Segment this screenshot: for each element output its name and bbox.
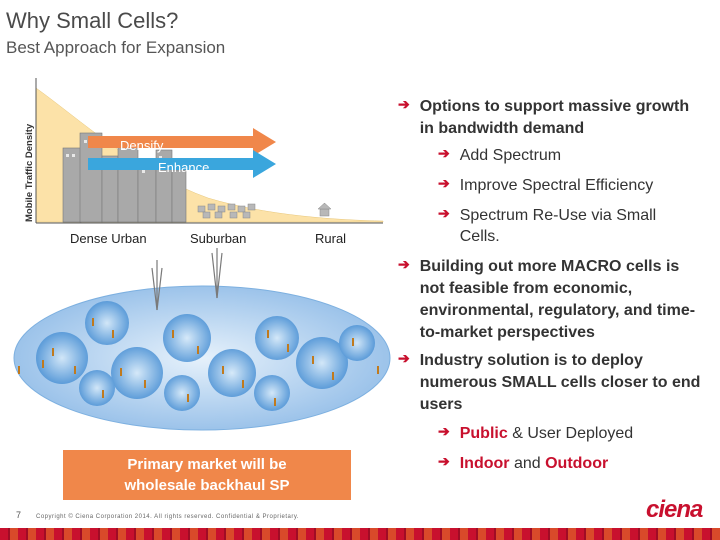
arrow-bullet-icon: ➔ [398, 96, 410, 112]
sub-bullet-text: Spectrum Re-Use via Small Cells. [459, 207, 657, 245]
public-word: Public [459, 425, 508, 442]
ciena-logo: ciena [646, 496, 703, 523]
arrow-bullet-icon: ➔ [438, 453, 450, 469]
traffic-density-chart [35, 78, 384, 224]
densify-arrow [88, 128, 276, 156]
arrow-bullet-icon: ➔ [438, 423, 450, 439]
suburban-houses-icon [197, 203, 256, 219]
bullet-industry: ➔ Industry solution is to deploy numerou… [398, 350, 703, 416]
users-and-cells-icon [18, 318, 379, 406]
slide-subtitle: Best Approach for Expansion [6, 38, 226, 57]
bullet-options: ➔ Options to support massive growth in b… [398, 96, 698, 140]
arrow-bullet-icon: ➔ [398, 350, 410, 366]
indoor-word: Indoor [459, 455, 510, 472]
market-line-1: Primary market will be [127, 456, 287, 473]
sub-bullet-public: ➔ Public & User Deployed [438, 423, 708, 444]
public-rest: & User Deployed [507, 425, 634, 442]
outdoor-word: Outdoor [545, 455, 609, 472]
bullet-macro: ➔ Building out more MACRO cells is not f… [398, 256, 703, 344]
footer-color-bar [0, 528, 720, 540]
macro-tower-icon [151, 248, 223, 311]
rural-house-icon [317, 202, 332, 217]
sub-bullet-text: Add Spectrum [459, 147, 562, 164]
sub-bullet-text: Improve Spectral Efficiency [459, 177, 654, 194]
bullet-options-text: Options to support massive growth in ban… [419, 98, 690, 137]
arrow-bullet-icon: ➔ [398, 256, 410, 272]
arrow-bullet-icon: ➔ [438, 175, 450, 191]
sub-bullet-spectral-efficiency: ➔ Improve Spectral Efficiency [438, 175, 698, 196]
bullet-industry-text: Industry solution is to deploy numerous … [419, 352, 701, 413]
sub-bullet-indoor-outdoor: ➔ Indoor and Outdoor [438, 453, 708, 474]
densify-label: Densify [120, 138, 164, 153]
area-label-suburban: Suburban [190, 231, 247, 246]
market-line-2: wholesale backhaul SP [124, 477, 290, 494]
and-word: and [509, 455, 546, 472]
slide-title: Why Small Cells? [6, 8, 179, 33]
sub-bullet-spectrum-reuse: ➔ Spectrum Re-Use via Small Cells. [438, 205, 698, 247]
area-label-rural: Rural [315, 231, 347, 246]
enhance-arrow [88, 150, 276, 178]
small-cells-coverage-illustration [13, 248, 391, 431]
sub-bullet-add-spectrum: ➔ Add Spectrum [438, 145, 698, 166]
page-number: 7 [16, 510, 22, 520]
area-label-dense-urban: Dense Urban [70, 231, 147, 246]
primary-market-callout: Primary market will be wholesale backhau… [63, 450, 351, 500]
bullet-macro-text: Building out more MACRO cells is not fea… [419, 258, 696, 341]
y-axis-label: Mobile Traffic Density [24, 123, 35, 222]
copyright-text: Copyright © Ciena Corporation 2014. All … [36, 514, 300, 520]
enhance-label: Enhance [158, 160, 210, 175]
arrow-bullet-icon: ➔ [438, 205, 450, 221]
arrow-bullet-icon: ➔ [438, 145, 450, 161]
